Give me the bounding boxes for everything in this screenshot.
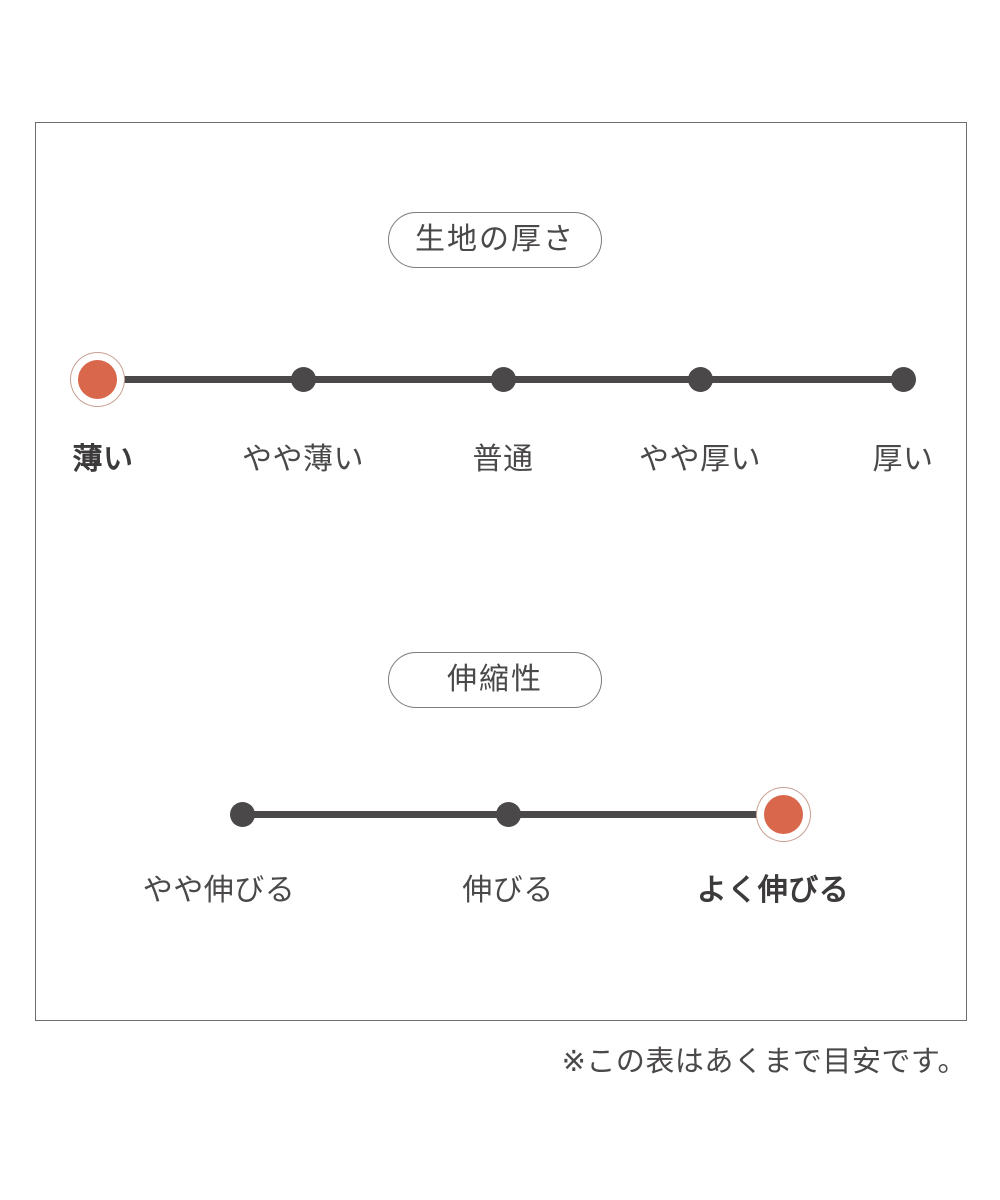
scale-stretch [0, 784, 1000, 844]
section-heading-thickness-label: 生地の厚さ [415, 223, 575, 256]
section-heading-stretch: 伸縮性 [388, 652, 602, 708]
chart-frame [35, 122, 967, 1021]
scale-node-thickness-2[interactable] [490, 367, 516, 392]
scale-label-thickness-2: 普通 [472, 443, 534, 476]
scale-node-stretch-1[interactable] [495, 802, 521, 827]
section-heading-thickness: 生地の厚さ [388, 212, 602, 268]
scale-label-stretch-2: よく伸びる [696, 874, 850, 907]
scale-label-thickness-3: やや厚い [639, 443, 761, 476]
scale-node-stretch-2[interactable] [763, 795, 803, 834]
scale-label-thickness-4: 厚い [872, 443, 934, 476]
scale-label-stretch-0: やや伸びる [142, 874, 296, 907]
scale-node-thickness-4[interactable] [890, 367, 916, 392]
scale-node-thickness-0[interactable] [77, 360, 117, 399]
scale-labels-thickness: 薄い やや薄い 普通 やや厚い 厚い [0, 437, 1000, 483]
chart-footnote: ※この表はあくまで目安です。 [561, 1046, 967, 1078]
scale-labels-stretch: やや伸びる 伸びる よく伸びる [0, 868, 1000, 914]
scale-label-thickness-1: やや薄い [242, 443, 364, 476]
scale-node-thickness-3[interactable] [687, 367, 713, 392]
scale-label-thickness-0: 薄い [72, 443, 134, 476]
scale-node-stretch-0[interactable] [229, 802, 255, 827]
section-heading-stretch-label: 伸縮性 [447, 663, 543, 696]
scale-thickness [0, 349, 1000, 409]
scale-node-thickness-1[interactable] [290, 367, 316, 392]
scale-label-stretch-1: 伸びる [462, 874, 554, 907]
